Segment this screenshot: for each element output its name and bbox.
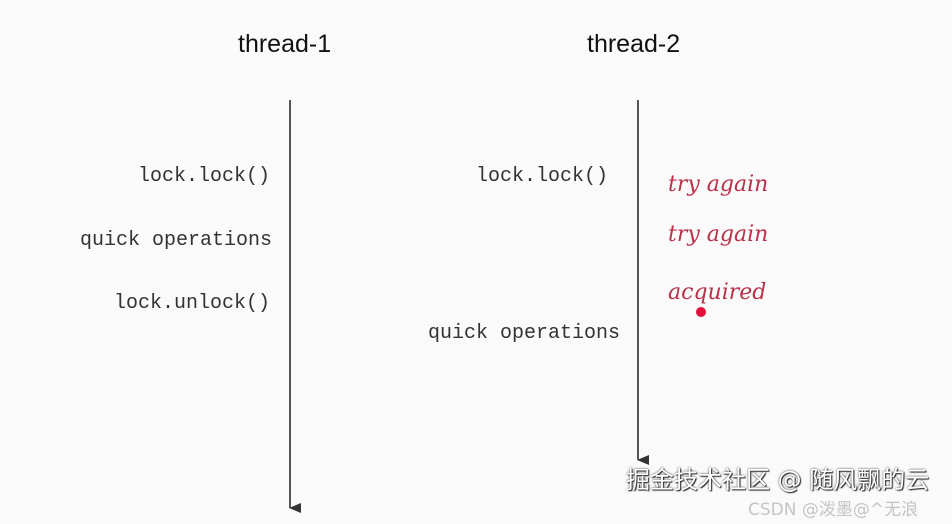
thread-1-step: lock.lock()	[137, 165, 270, 188]
thread-2-step: quick operations	[427, 322, 620, 345]
thread-1-title: thread-1	[238, 30, 332, 58]
thread-1-step: quick operations	[79, 229, 272, 252]
watermark: 掘金技术社区 @ 随风飘的云	[626, 466, 930, 494]
annotation-try-again: try again	[668, 172, 769, 197]
acquired-dot	[696, 307, 706, 317]
watermark: CSDN @泼墨@^无浪	[748, 500, 919, 520]
annotation-acquired: acquired	[668, 280, 767, 305]
thread-2-title: thread-2	[587, 30, 681, 58]
thread-1-step: lock.unlock()	[113, 292, 270, 315]
annotation-try-again: try again	[668, 222, 769, 247]
thread-2-step: lock.lock()	[475, 165, 608, 188]
